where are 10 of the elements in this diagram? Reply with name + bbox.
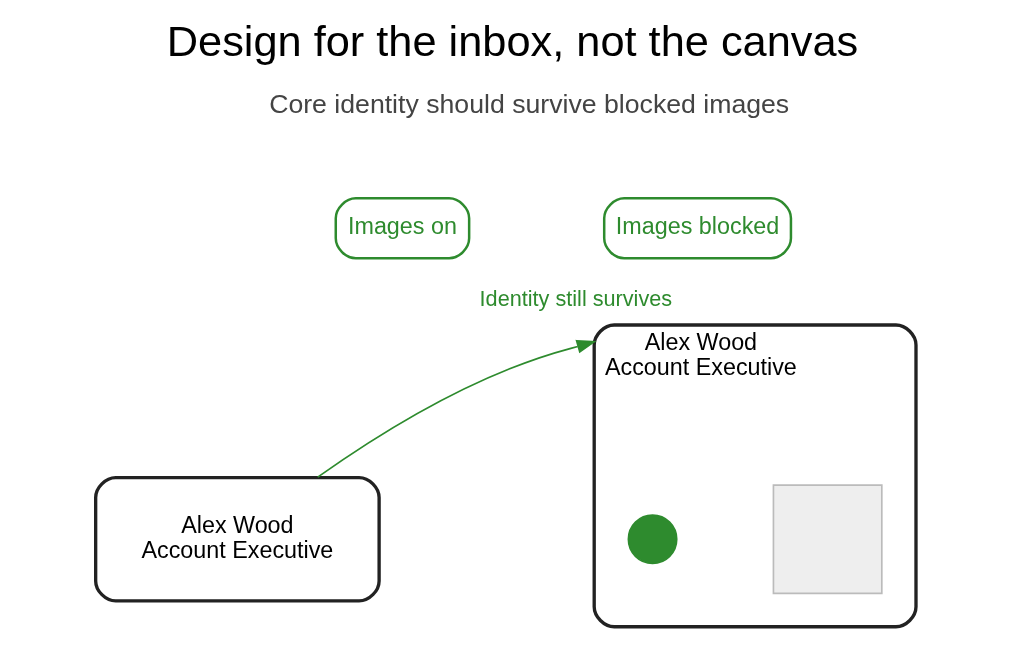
- node-box: Alex Wood Account Executive: [93, 475, 381, 603]
- diagram-title: Design for the inbox, not the canvas: [166, 17, 858, 66]
- arrow: [316, 339, 597, 479]
- label: Core identity should survive blocked images: [268, 88, 789, 119]
- node-box: [772, 484, 883, 595]
- edge-label: Identity still survives: [479, 285, 672, 311]
- node-box: Images on: [334, 197, 470, 260]
- node-circle: [627, 514, 678, 565]
- node-box: Images blocked: [602, 197, 792, 260]
- cluster: Alex Wood Account Executive: [592, 323, 918, 629]
